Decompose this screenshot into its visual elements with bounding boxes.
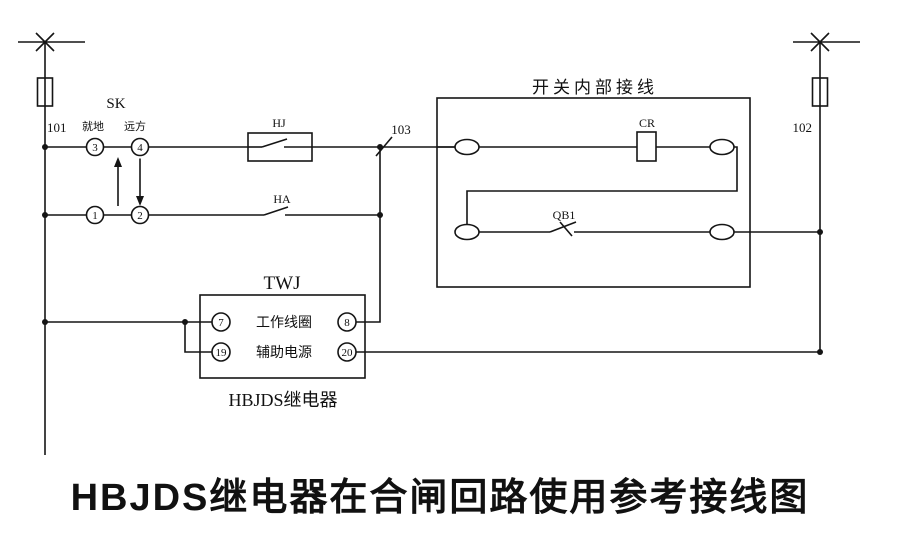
relay-caption: HBJDS继电器 — [228, 390, 337, 410]
terminal-2-number: 2 — [137, 210, 143, 222]
internal-return-path — [466, 146, 738, 225]
cr-coil-symbol — [636, 131, 657, 162]
left-bus-top-symbol — [18, 32, 85, 52]
terminal-8 — [337, 312, 357, 332]
sk-terminals — [85, 137, 150, 225]
terminal-20 — [337, 342, 357, 362]
hj-contact-symbol — [247, 132, 313, 162]
right-bus-top-symbol — [793, 32, 860, 52]
terminal-3-number: 3 — [92, 142, 98, 154]
relay-box-border — [199, 294, 366, 379]
terminal-8-number: 8 — [344, 317, 350, 329]
wire-label-102: 102 — [793, 120, 813, 135]
qb1-contact-symbol — [549, 221, 577, 237]
sk-position-local: 就地 — [82, 119, 104, 133]
terminal-4-number: 4 — [137, 142, 143, 154]
wire-label-101: 101 — [47, 120, 67, 135]
relay-row1-label: 工作线圈 — [256, 315, 312, 331]
fuse-left — [36, 77, 54, 107]
terminal-20-number: 20 — [342, 347, 354, 359]
wire-label-103: 103 — [391, 122, 411, 137]
terminal-19 — [211, 342, 231, 362]
terminal-7-number: 7 — [218, 317, 224, 329]
terminal-19-number: 19 — [216, 347, 228, 359]
relay-title: TWJ — [264, 273, 301, 294]
terminal-1-number: 1 — [92, 210, 98, 222]
switch-box-border — [436, 97, 751, 288]
ha-contact-symbol — [263, 206, 380, 216]
sk-linkage-arrows — [114, 157, 144, 206]
switch-box-wiring — [437, 131, 820, 241]
terminal-4 — [130, 137, 150, 157]
terminal-3 — [85, 137, 105, 157]
riser-to-relay-8 — [356, 147, 381, 323]
fuse-right — [811, 77, 829, 107]
plug-terminals — [454, 138, 735, 241]
qb1-label: QB1 — [553, 208, 576, 222]
hj-label: HJ — [272, 116, 286, 130]
diagram-title: HBJDS继电器在合闸回路使用参考接线图 — [71, 477, 810, 519]
terminal-7 — [211, 312, 231, 332]
sk-position-remote: 远方 — [124, 119, 146, 133]
relay-row2-label: 辅助电源 — [256, 345, 312, 361]
switch-box-title: 开关内部接线 — [532, 78, 658, 97]
wire-relay-19 — [184, 322, 212, 353]
relay-terminals — [211, 312, 357, 362]
sk-label: SK — [106, 96, 125, 112]
junction-dots — [42, 144, 823, 355]
cr-label: CR — [639, 116, 655, 130]
terminal-1 — [85, 205, 105, 225]
terminal-2 — [130, 205, 150, 225]
ha-label: HA — [273, 192, 291, 206]
wiring — [18, 32, 860, 455]
terminal-slash-103 — [375, 136, 393, 157]
